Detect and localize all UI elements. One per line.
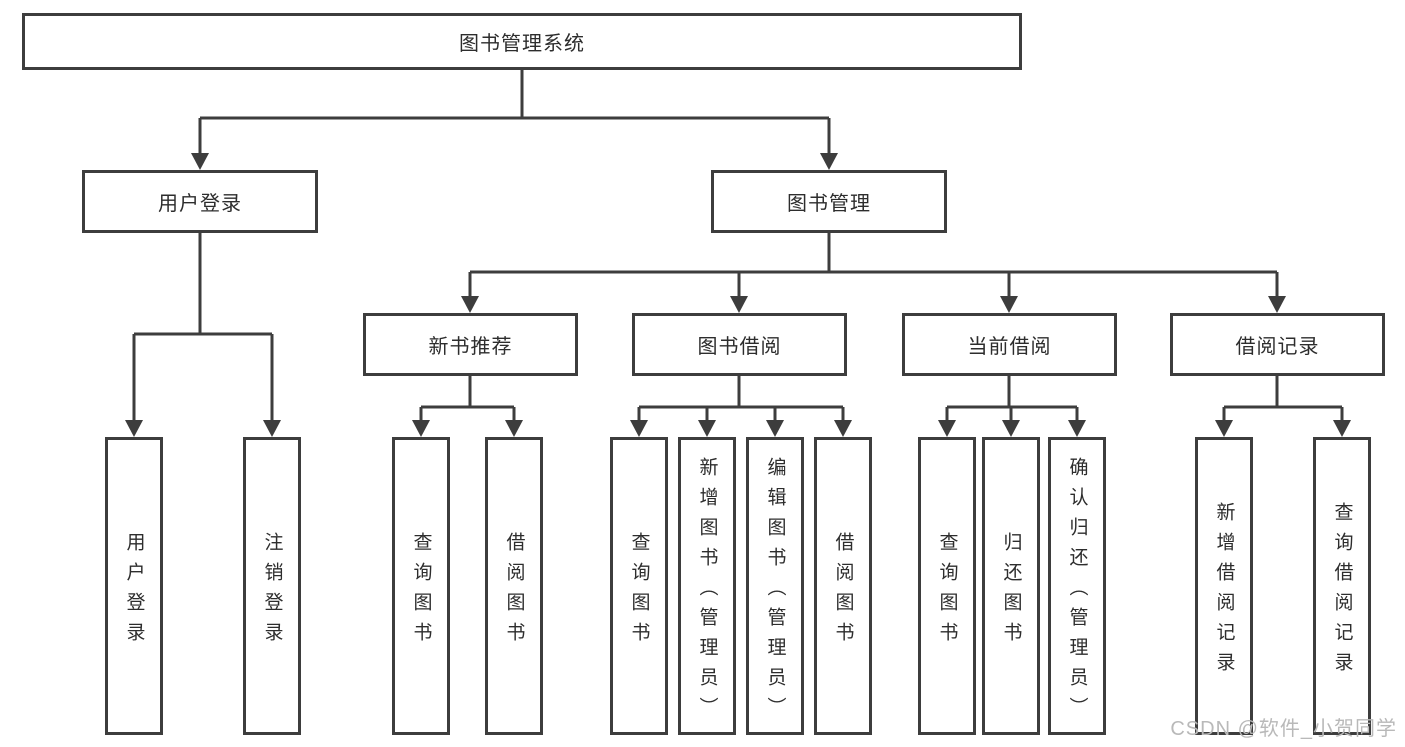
- node-new-book-recommend: 新书推荐: [363, 313, 578, 376]
- leaf-edit-book-admin: 编辑图书（管理员）: [746, 437, 804, 735]
- leaf-return-book-label: 归还图书: [1000, 531, 1022, 652]
- arrowhead: [461, 296, 479, 313]
- leaf-add-borrow-record-label: 新增借阅记录: [1213, 501, 1235, 682]
- arrowhead: [1068, 420, 1086, 437]
- arrowhead: [834, 420, 852, 437]
- leaf-return-book: 归还图书: [982, 437, 1040, 735]
- leaf-add-book-admin: 新增图书（管理员）: [678, 437, 736, 735]
- arrowhead: [630, 420, 648, 437]
- leaf-query-books-borrow-label: 查询图书: [628, 531, 650, 652]
- leaf-borrow-books-recommend: 借阅图书: [485, 437, 543, 735]
- node-borrow-records: 借阅记录: [1170, 313, 1385, 376]
- leaf-confirm-return-admin-label: 确认归还（管理员）: [1066, 456, 1088, 727]
- connector-user-login-to-leaves: [132, 233, 274, 422]
- leaf-borrow-books: 借阅图书: [814, 437, 872, 735]
- arrowhead: [505, 420, 523, 437]
- arrowhead: [698, 420, 716, 437]
- node-new-book-recommend-label: 新书推荐: [428, 336, 513, 358]
- arrowhead: [766, 420, 784, 437]
- arrowhead: [1215, 420, 1233, 437]
- node-user-login: 用户登录: [82, 170, 318, 233]
- node-book-borrow-label: 图书借阅: [697, 336, 782, 358]
- connector-new-book-recommend-to-leaves: [419, 376, 516, 422]
- leaf-user-login-label: 用户登录: [123, 531, 145, 652]
- arrowhead: [730, 296, 748, 313]
- leaf-query-borrow-record-label: 查询借阅记录: [1331, 501, 1353, 682]
- leaf-query-books-recommend: 查询图书: [392, 437, 450, 735]
- node-current-borrow-label: 当前借阅: [967, 336, 1052, 358]
- leaf-logout-login-label: 注销登录: [261, 531, 283, 652]
- connector-root-to-level2: [198, 70, 831, 155]
- connector-current-borrow-to-leaves: [945, 376, 1079, 422]
- connector-borrow-records-to-leaves: [1222, 376, 1344, 422]
- leaf-query-borrow-record: 查询借阅记录: [1313, 437, 1371, 735]
- node-root-label: 图书管理系统: [459, 33, 585, 55]
- leaf-query-books-current-label: 查询图书: [936, 531, 958, 652]
- arrowhead: [412, 420, 430, 437]
- leaf-query-books-current: 查询图书: [918, 437, 976, 735]
- node-root: 图书管理系统: [22, 13, 1022, 70]
- leaf-logout-login: 注销登录: [243, 437, 301, 735]
- arrowhead: [1000, 296, 1018, 313]
- arrowhead: [820, 153, 838, 170]
- arrowhead: [938, 420, 956, 437]
- connector-book-borrow-to-leaves: [637, 376, 845, 422]
- arrowhead: [1333, 420, 1351, 437]
- leaf-borrow-books-recommend-label: 借阅图书: [503, 531, 525, 652]
- node-borrow-records-label: 借阅记录: [1235, 336, 1320, 358]
- node-user-login-label: 用户登录: [158, 193, 242, 215]
- connector-book-management-to-level3: [468, 233, 1279, 298]
- leaf-add-borrow-record: 新增借阅记录: [1195, 437, 1253, 735]
- arrowhead: [191, 153, 209, 170]
- leaf-add-book-admin-label: 新增图书（管理员）: [696, 456, 718, 727]
- node-book-management: 图书管理: [711, 170, 947, 233]
- node-book-borrow: 图书借阅: [632, 313, 847, 376]
- leaf-borrow-books-label: 借阅图书: [832, 531, 854, 652]
- leaf-edit-book-admin-label: 编辑图书（管理员）: [764, 456, 786, 727]
- node-book-management-label: 图书管理: [787, 193, 871, 215]
- leaf-query-books-recommend-label: 查询图书: [410, 531, 432, 652]
- arrowhead: [125, 420, 143, 437]
- arrowhead: [1002, 420, 1020, 437]
- arrowhead: [1268, 296, 1286, 313]
- node-current-borrow: 当前借阅: [902, 313, 1117, 376]
- arrowhead: [263, 420, 281, 437]
- leaf-query-books-borrow: 查询图书: [610, 437, 668, 735]
- leaf-user-login: 用户登录: [105, 437, 163, 735]
- leaf-confirm-return-admin: 确认归还（管理员）: [1048, 437, 1106, 735]
